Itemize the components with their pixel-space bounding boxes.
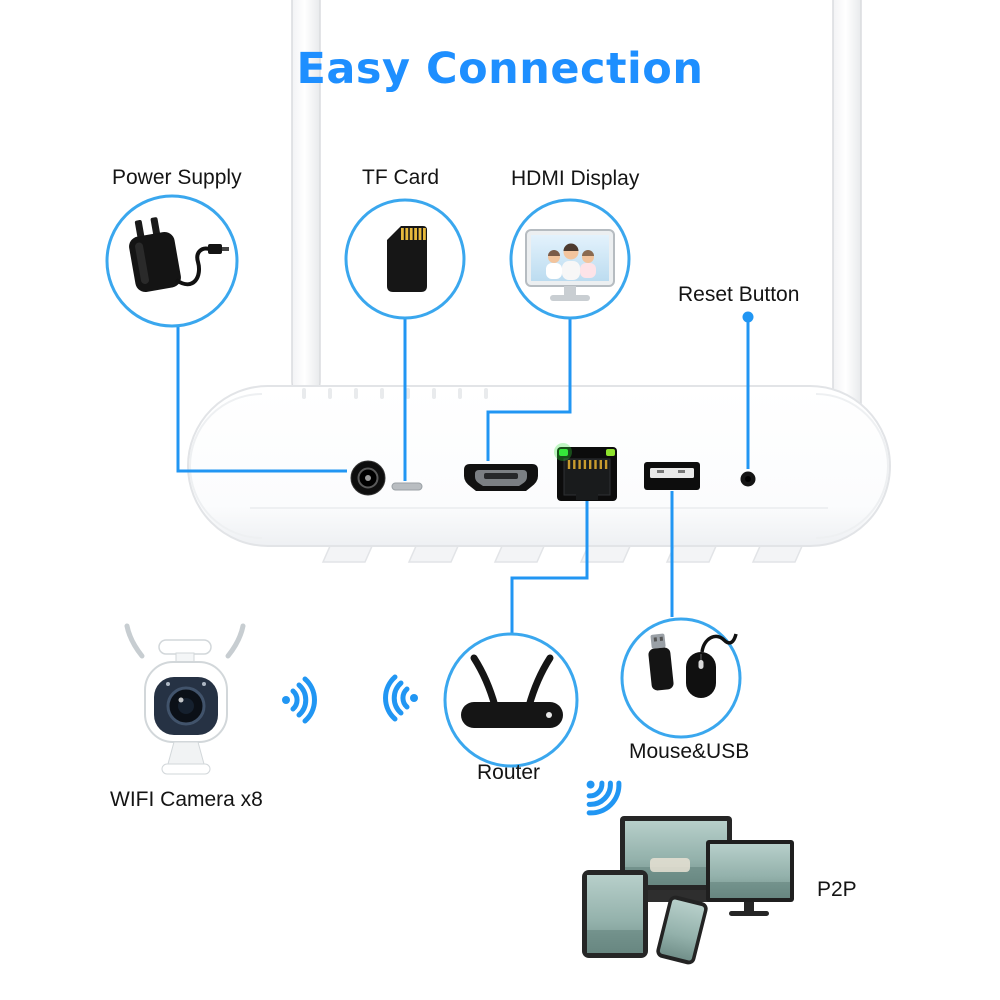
mouse-usb-label: Mouse&USB bbox=[629, 740, 750, 763]
router-connector-line bbox=[510, 501, 589, 633]
tf-card-label: TF Card bbox=[362, 166, 440, 189]
reset-connector-dot bbox=[742, 311, 754, 323]
body-seam-right bbox=[815, 393, 889, 539]
ethernet-led-green bbox=[559, 449, 568, 456]
wifi-camera-label: WIFI Camera x8 bbox=[110, 788, 263, 811]
hdmi-port bbox=[464, 464, 538, 491]
ethernet-port bbox=[554, 443, 617, 501]
router-label: Router bbox=[477, 761, 541, 784]
device-body bbox=[187, 385, 891, 547]
wifi-waves-icon bbox=[383, 674, 418, 722]
reset-button-label: Reset Button bbox=[678, 283, 800, 306]
tf-card-icon bbox=[387, 226, 427, 292]
adapter-plug bbox=[208, 244, 222, 254]
body-seam-left bbox=[189, 393, 263, 539]
mouse-usb-circle bbox=[620, 617, 742, 739]
router-icon bbox=[461, 654, 563, 728]
usb-stick bbox=[648, 633, 674, 691]
computer-mouse bbox=[686, 633, 738, 698]
router-circle bbox=[443, 632, 579, 768]
camera-antenna-left bbox=[124, 623, 145, 659]
p2p-devices-icon bbox=[582, 816, 794, 965]
hdmi-connector-line bbox=[486, 318, 572, 461]
family-photo bbox=[546, 243, 596, 280]
power-connector-line bbox=[176, 326, 347, 473]
page-title: Easy Connection bbox=[296, 44, 704, 94]
power-adapter-icon bbox=[129, 217, 229, 292]
dc-power-jack bbox=[350, 460, 386, 496]
tf-card-slot bbox=[391, 482, 423, 491]
phone bbox=[656, 895, 708, 965]
rj45-pins bbox=[567, 460, 608, 469]
reset-button-hole bbox=[740, 471, 756, 487]
monitor bbox=[706, 840, 794, 916]
wifi-camera-icon bbox=[124, 623, 246, 775]
tf-card-pins bbox=[401, 228, 426, 240]
wifi-waves-icon bbox=[586, 780, 622, 816]
hdmi-display-label: HDMI Display bbox=[511, 167, 640, 190]
tablet bbox=[582, 870, 648, 958]
connector-lines bbox=[176, 311, 754, 633]
adapter-cable bbox=[174, 246, 210, 287]
mouse-usb-icon bbox=[648, 633, 738, 698]
nvr-device bbox=[187, 0, 891, 563]
ethernet-led-yellow bbox=[606, 449, 615, 456]
camera-antenna-right bbox=[225, 623, 246, 659]
top-vents bbox=[302, 388, 488, 399]
wifi-waves-icon bbox=[282, 676, 317, 724]
p2p-label: P2P bbox=[817, 878, 857, 901]
usb-port bbox=[644, 462, 700, 490]
hdmi-display-icon bbox=[525, 229, 615, 301]
power-supply-label: Power Supply bbox=[112, 166, 242, 189]
